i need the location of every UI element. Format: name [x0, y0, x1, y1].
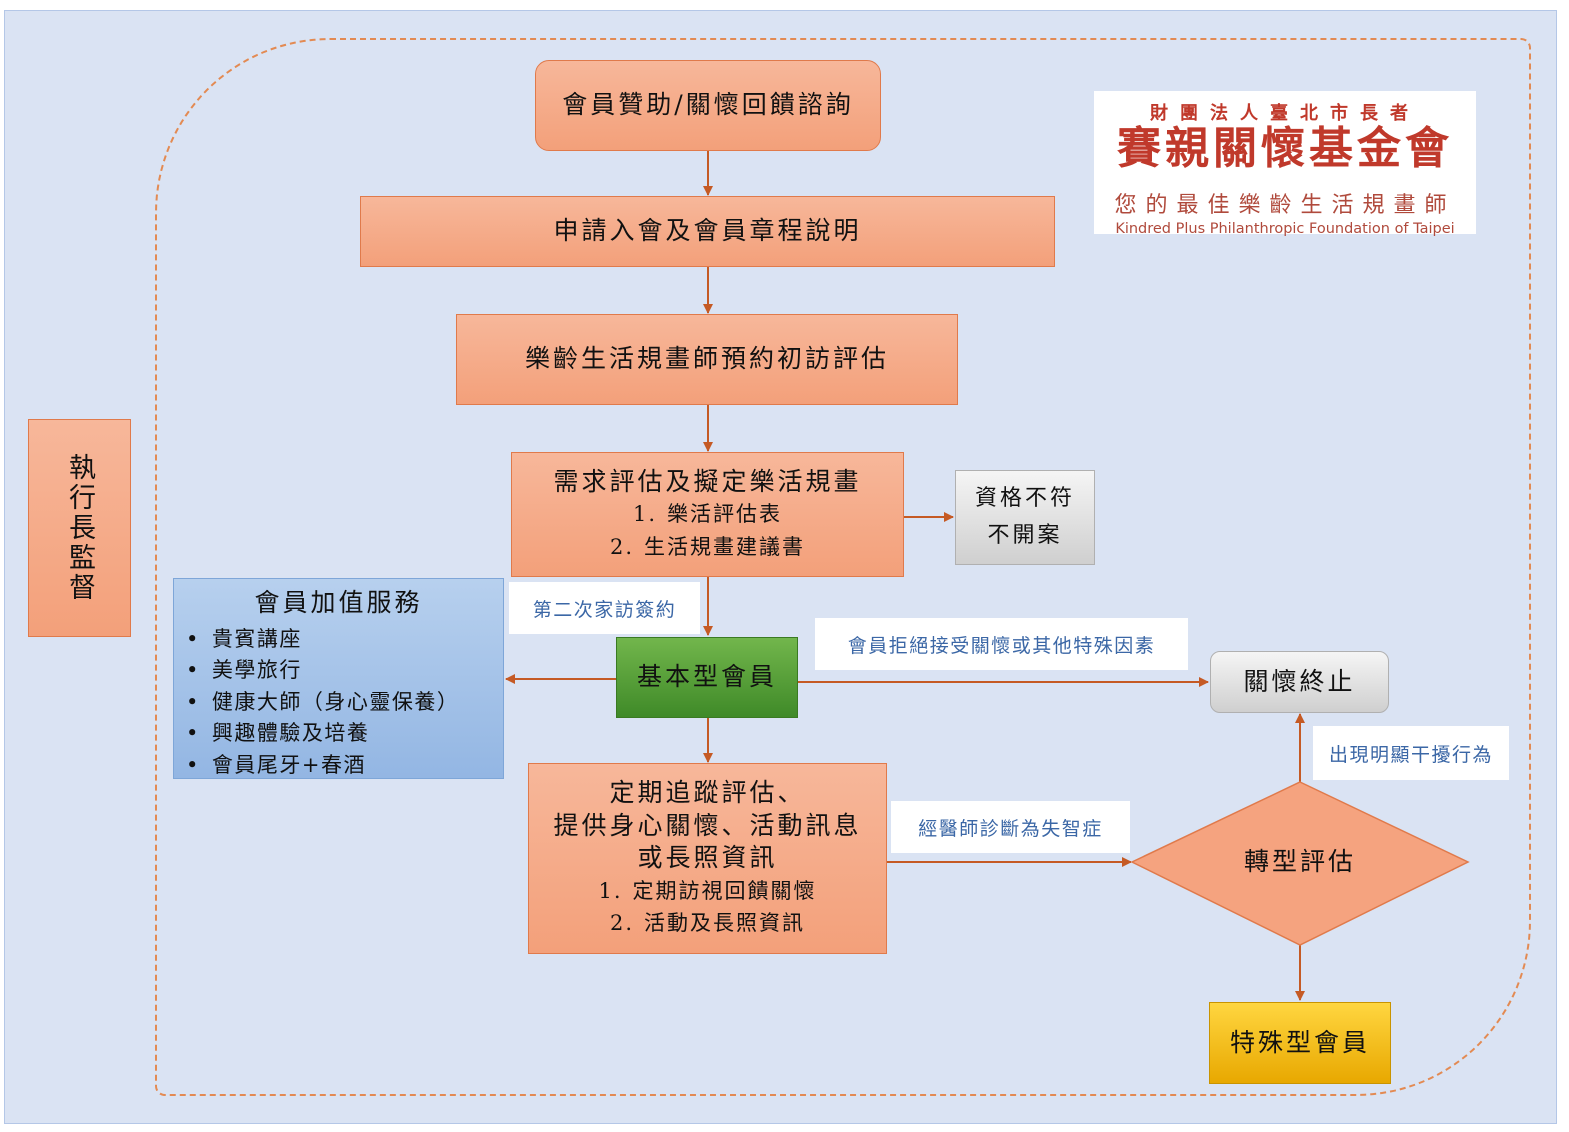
- needs-assessment-items: 1.樂活評估表 2.生活規畫建議書: [610, 498, 805, 563]
- list-item: 健康大師（身心靈保養）: [186, 687, 459, 719]
- followup-box: 定期追蹤評估、 提供身心關懷、活動訊息 或長照資訊 1.定期訪視回饋關懷 2.活…: [528, 763, 887, 954]
- inquiry-label: 會員贊助/關懷回饋諮詢: [562, 90, 854, 120]
- list-item: 會員尾牙+春酒: [186, 750, 459, 782]
- needs-assessment-title: 需求評估及擬定樂活規畫: [553, 466, 862, 496]
- value-services-box: 會員加值服務 貴賓講座 美學旅行 健康大師（身心靈保養） 興趣體驗及培養 會員尾…: [173, 578, 504, 779]
- followup-line1: 定期追蹤評估、: [609, 778, 806, 808]
- transform-diamond-shape: [1130, 781, 1470, 946]
- list-item: 2.生活規畫建議書: [609, 534, 806, 559]
- refuse-label: 會員拒絕接受關懷或其他特殊因素: [815, 618, 1188, 670]
- apply-box: 申請入會及會員章程說明: [360, 196, 1055, 267]
- care-end-box: 關懷終止: [1210, 651, 1389, 713]
- basic-member-box: 基本型會員: [616, 637, 798, 718]
- transform-diamond: 轉型評估: [1182, 832, 1418, 892]
- logo-line4: Kindred Plus Philanthropic Foundation of…: [1115, 221, 1455, 238]
- value-services-list: 貴賓講座 美學旅行 健康大師（身心靈保養） 興趣體驗及培養 會員尾牙+春酒: [186, 624, 459, 782]
- followup-line3: 或長照資訊: [637, 843, 778, 873]
- second-visit-label: 第二次家訪簽約: [509, 582, 700, 634]
- special-member-label: 特殊型會員: [1229, 1027, 1370, 1057]
- special-member-box: 特殊型會員: [1209, 1002, 1391, 1084]
- initial-visit-box: 樂齡生活規畫師預約初訪評估: [456, 314, 958, 405]
- list-item: 美學旅行: [186, 655, 459, 687]
- followup-items: 1.定期訪視回饋關懷 2.活動及長照資訊: [598, 875, 816, 940]
- care-end-label: 關懷終止: [1243, 666, 1356, 696]
- list-item: 1.定期訪視回饋關懷: [598, 878, 817, 903]
- list-item: 貴賓講座: [186, 624, 459, 656]
- initial-visit-label: 樂齡生活規畫師預約初訪評估: [524, 344, 889, 374]
- needs-assessment-box: 需求評估及擬定樂活規畫 1.樂活評估表 2.生活規畫建議書: [511, 452, 904, 577]
- supervision-label: 執行長監督: [64, 453, 95, 603]
- list-item: 2.活動及長照資訊: [609, 911, 806, 936]
- basic-member-label: 基本型會員: [636, 662, 777, 692]
- list-item: 興趣體驗及培養: [186, 718, 459, 750]
- logo-line2: 賽親關懷基金會: [1117, 123, 1453, 174]
- followup-line2: 提供身心關懷、活動訊息: [553, 810, 862, 840]
- transform-label: 轉型評估: [1243, 846, 1356, 876]
- dementia-label: 經醫師診斷為失智症: [891, 801, 1130, 853]
- process-boundary: [155, 38, 1531, 1096]
- ineligible-box: 資格不符 不開案: [955, 470, 1095, 565]
- logo-line1: 財團法人臺北市長者: [1150, 103, 1420, 124]
- logo-line3: 您的最佳樂齡生活規畫師: [1114, 193, 1456, 219]
- disturb-label: 出現明顯干擾行為: [1313, 726, 1509, 780]
- list-item: 1.樂活評估表: [632, 502, 783, 527]
- value-services-title: 會員加值服務: [254, 588, 423, 617]
- supervision-box: 執行長監督: [28, 419, 131, 637]
- ineligible-line1: 資格不符: [974, 485, 1075, 511]
- apply-label: 申請入會及會員章程說明: [553, 216, 862, 246]
- ineligible-line2: 不開案: [987, 522, 1063, 548]
- inquiry-box: 會員贊助/關懷回饋諮詢: [535, 60, 881, 151]
- foundation-logo: 財團法人臺北市長者 賽親關懷基金會 您的最佳樂齡生活規畫師 Kindred Pl…: [1094, 91, 1476, 238]
